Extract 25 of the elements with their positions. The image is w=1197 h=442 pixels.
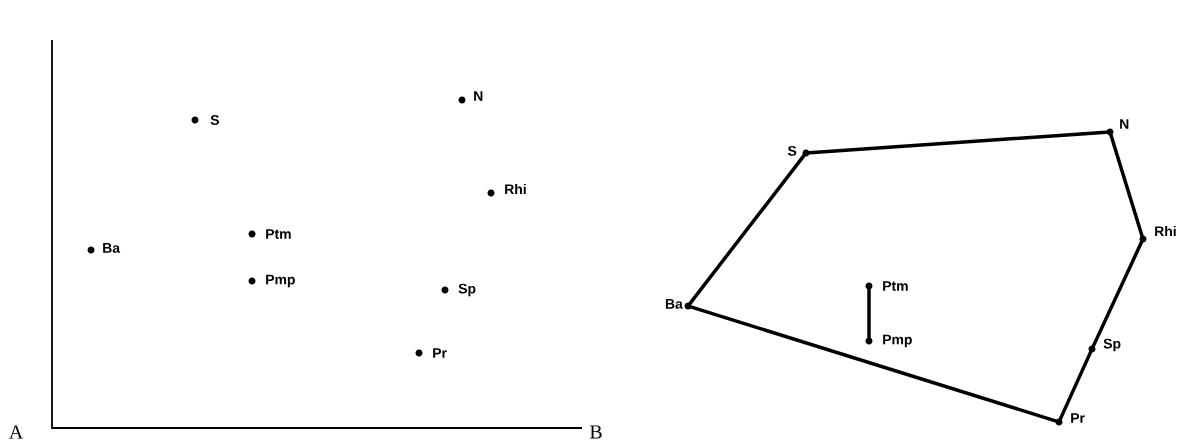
point-label: Pr [433, 348, 447, 358]
point-label: S [210, 115, 219, 125]
point-label: Pmp [883, 334, 912, 348]
point-label: Sp [458, 283, 476, 297]
point-label: Rhi [1155, 225, 1176, 237]
connecting-line [867, 287, 871, 340]
panel-letter: B [589, 425, 602, 439]
connecting-line [807, 130, 1109, 155]
point-label: Rhi [505, 183, 526, 195]
connecting-line [1091, 240, 1144, 348]
point-label: Ptm [883, 281, 908, 291]
panel-letter: A [9, 425, 24, 439]
point-label: N [474, 91, 483, 101]
connecting-line [689, 305, 1058, 423]
connecting-line [688, 154, 806, 305]
connecting-line [1109, 133, 1144, 238]
point-label: S [787, 145, 797, 156]
point-label: Ptm [266, 229, 291, 239]
point-label: Pr [1071, 413, 1085, 423]
point-label: Sp [1103, 338, 1121, 352]
point-label: Ba [665, 299, 683, 309]
connecting-line [1058, 350, 1093, 421]
point-label: Pmp [266, 274, 295, 288]
point-label: Ba [103, 243, 121, 253]
point-label: N [1120, 119, 1129, 129]
